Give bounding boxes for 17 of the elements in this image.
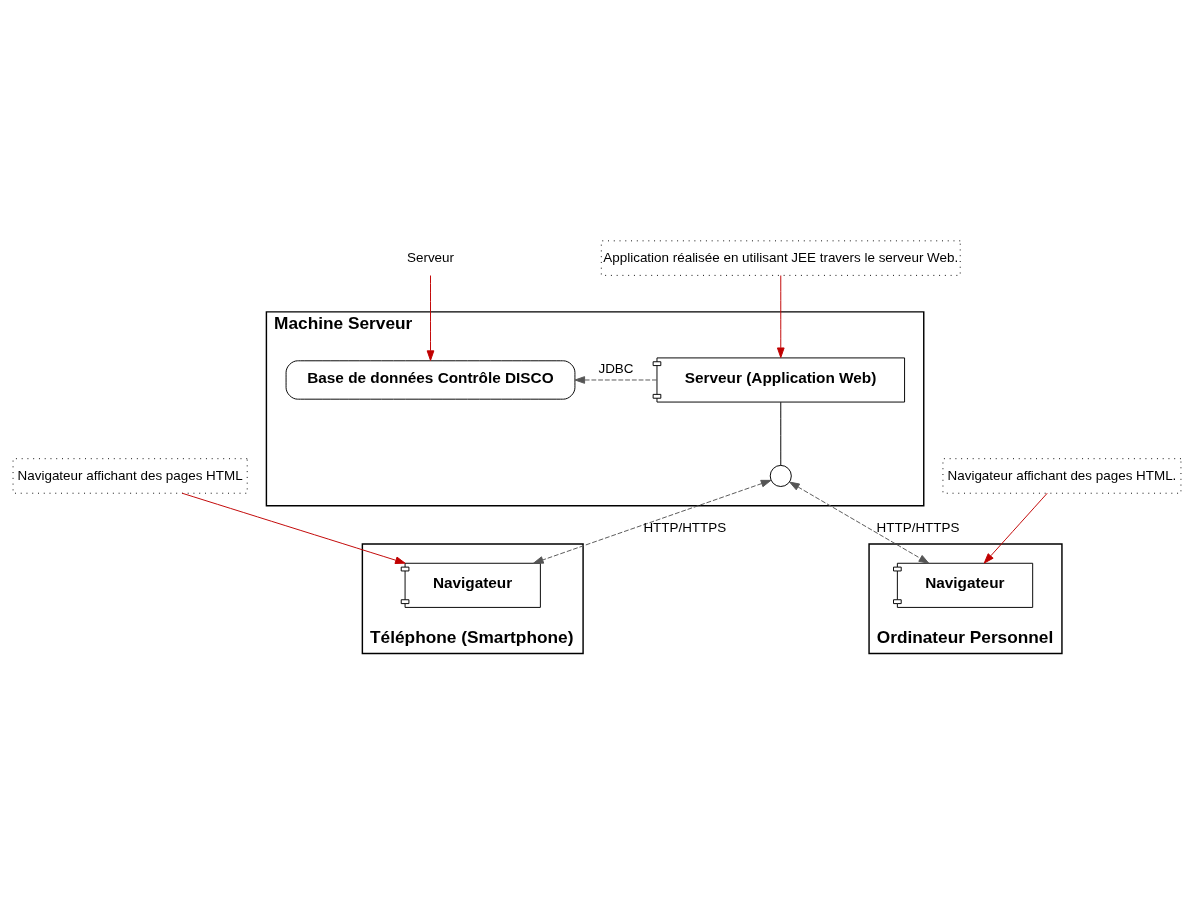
arrow bbox=[574, 375, 658, 384]
node-circle bbox=[769, 464, 792, 487]
edge-label: HTTP/HTTPS bbox=[876, 519, 960, 535]
node-box: Navigateur affichant des pages HTML bbox=[12, 457, 248, 494]
edge-label: HTTP/HTTPS bbox=[643, 519, 727, 535]
node-text: Serveur bbox=[407, 249, 454, 265]
connector bbox=[780, 401, 782, 466]
node-box: Navigateur affichant des pages HTML. bbox=[942, 457, 1182, 494]
node-box: Application réalisée en utilisant JEE travers le serveur Web. bbox=[600, 239, 961, 276]
node-box: Base de données Contrôle DISCO bbox=[285, 359, 576, 400]
arrow bbox=[533, 479, 772, 564]
arrow bbox=[181, 492, 406, 564]
arrow bbox=[789, 481, 930, 564]
arrow bbox=[426, 274, 435, 361]
arrow bbox=[983, 492, 1048, 564]
arrow bbox=[776, 274, 785, 358]
edge-label: JDBC bbox=[598, 360, 634, 376]
